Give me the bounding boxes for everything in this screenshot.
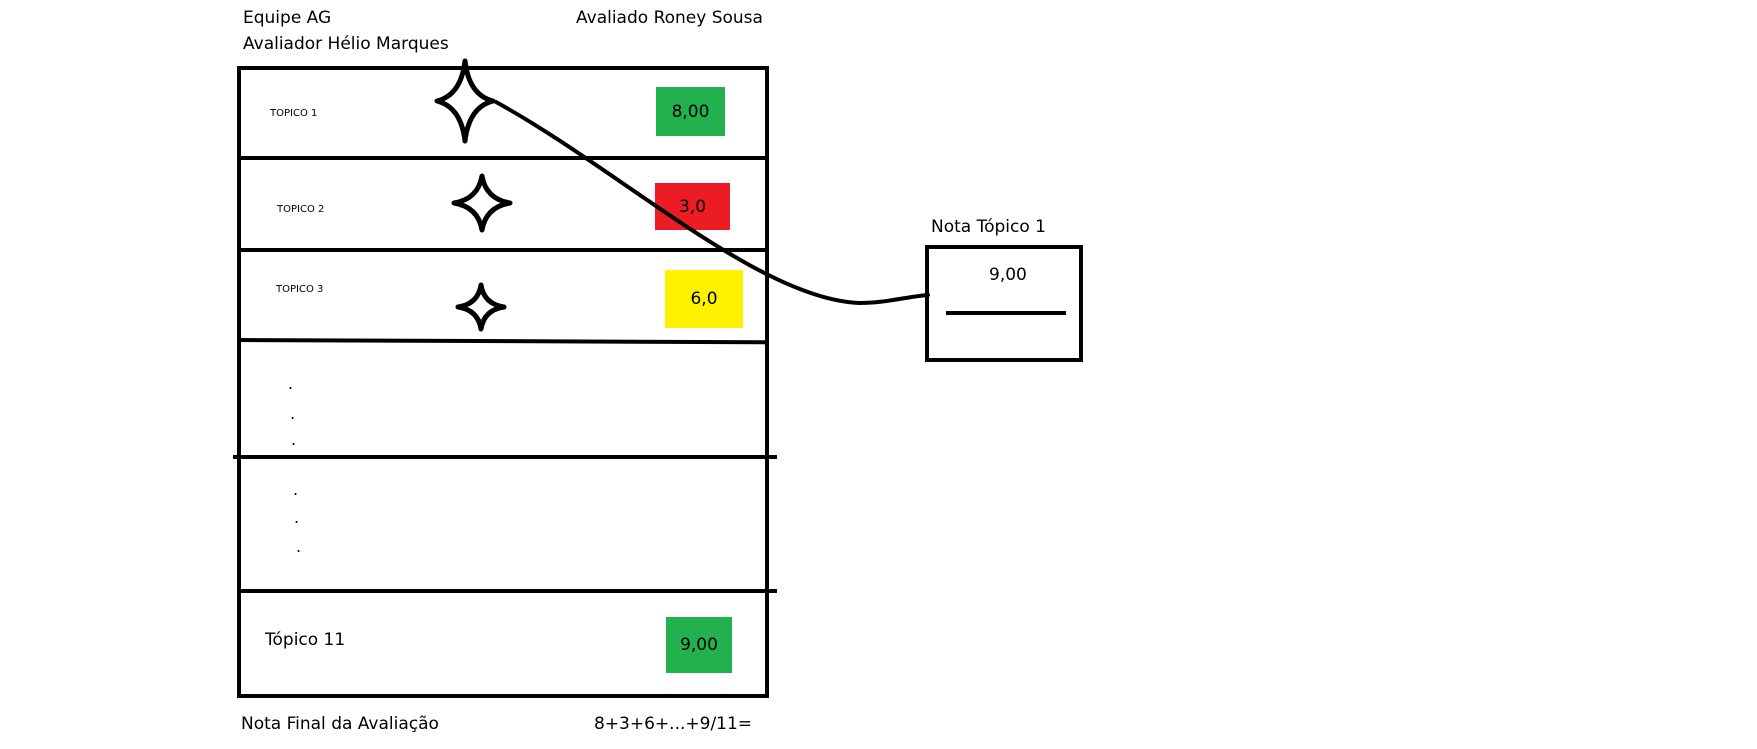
topic-2-label: TOPICO 2	[277, 204, 325, 215]
popup-box: 9,00	[925, 245, 1083, 362]
topic-3-score-badge[interactable]: 6,0	[665, 270, 743, 328]
topic-11-label: Tópico 11	[265, 630, 346, 650]
topic-1-score-badge[interactable]: 8,00	[656, 87, 725, 136]
popup-value: 9,00	[989, 265, 1027, 285]
topic-3-label: TOPICO 3	[276, 284, 324, 295]
final-score-formula: 8+3+6+...+9/11=	[594, 714, 753, 734]
four-point-star-icon[interactable]	[450, 173, 514, 233]
evaluated-label: Avaliado Roney Sousa	[576, 8, 763, 28]
evaluation-table	[237, 66, 769, 698]
topic-1-label: TOPICO 1	[270, 108, 318, 119]
ellipsis-dot: .	[288, 374, 294, 393]
evaluator-label: Avaliador Hélio Marques	[243, 34, 449, 54]
ellipsis-dot: .	[296, 537, 302, 556]
popup-divider	[946, 311, 1066, 315]
topic-11-score: 9,00	[680, 635, 718, 655]
team-label: Equipe AG	[243, 8, 332, 28]
topic-2-score: 3,0	[678, 196, 707, 217]
ellipsis-dot: .	[294, 508, 300, 527]
topic-2-score-badge[interactable]: 3,0	[655, 183, 730, 230]
row-divider	[237, 589, 777, 593]
four-point-star-icon[interactable]	[434, 58, 496, 144]
topic-11-score-badge[interactable]: 9,00	[666, 617, 732, 673]
final-score-label: Nota Final da Avaliação	[241, 714, 439, 734]
row-divider	[237, 156, 769, 160]
row-divider	[237, 248, 769, 252]
row-divider	[233, 455, 777, 459]
ellipsis-dot: .	[291, 430, 297, 449]
topic-1-score: 8,00	[671, 101, 710, 122]
popup-title: Nota Tópico 1	[931, 217, 1046, 237]
topic-3-score: 6,0	[690, 289, 718, 309]
four-point-star-icon[interactable]	[455, 282, 507, 332]
ellipsis-dot: .	[293, 480, 299, 499]
ellipsis-dot: .	[290, 404, 296, 423]
